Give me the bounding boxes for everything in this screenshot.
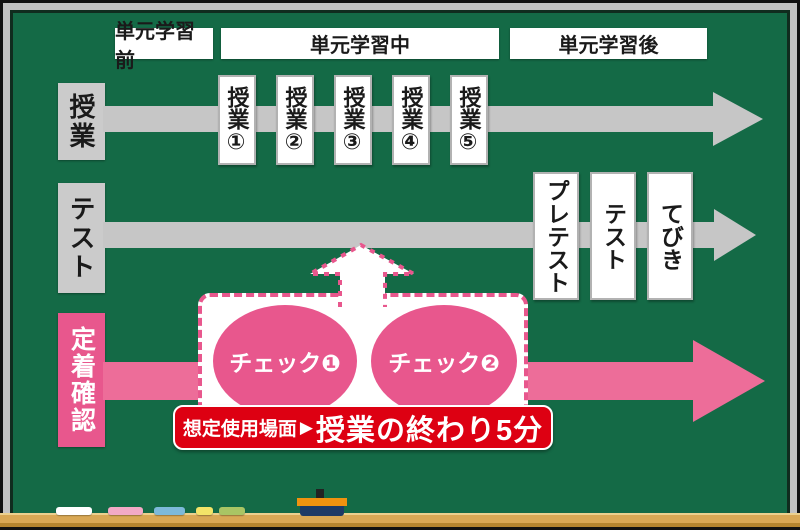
eraser-band — [297, 498, 347, 506]
chalk-pink — [108, 507, 143, 515]
test-box-test: テスト — [590, 172, 636, 300]
chalk-white — [56, 507, 92, 515]
usage-note-text: 授業の終わり5分 — [315, 414, 544, 447]
phase-label-after-unit: 単元学習後 — [510, 28, 707, 59]
lesson-box-1: 授業① — [218, 75, 256, 165]
lesson-box-4: 授業④ — [392, 75, 430, 165]
usage-note-ribbon: 想定使用場面 ▶ 授業の終わり5分 — [173, 405, 553, 450]
test-arrow-head-icon — [714, 209, 756, 261]
chalk-blue — [154, 507, 185, 515]
chalk-green — [219, 507, 245, 515]
lesson-box-2: 授業② — [276, 75, 314, 165]
phase-label-before-unit: 単元学習前 — [115, 21, 213, 72]
row-label-lesson: 授業 — [58, 83, 105, 160]
check-1-badge: チェック❶ — [213, 305, 357, 417]
up-arrow-icon — [303, 242, 415, 307]
test-box-guide: てびき — [647, 172, 693, 300]
usage-note-prefix: 想定使用場面 — [182, 419, 297, 440]
right-pointer-icon: ▶ — [299, 417, 313, 437]
row-label-retention: 定着確認 — [58, 313, 105, 447]
eraser-body — [300, 506, 344, 516]
check-2-badge: チェック❷ — [371, 305, 517, 417]
lesson-box-3: 授業③ — [334, 75, 372, 165]
chalk-yellow — [196, 507, 213, 515]
lesson-box-5: 授業⑤ — [450, 75, 488, 165]
eraser-handle — [316, 489, 324, 501]
row-label-test: テスト — [58, 183, 105, 293]
chalk-tray — [0, 513, 800, 527]
test-box-pretest: プレテスト — [533, 172, 579, 300]
retention-arrow-head-icon — [693, 340, 765, 422]
lesson-arrow-head-icon — [713, 92, 763, 146]
phase-label-during-unit: 単元学習中 — [221, 28, 499, 59]
